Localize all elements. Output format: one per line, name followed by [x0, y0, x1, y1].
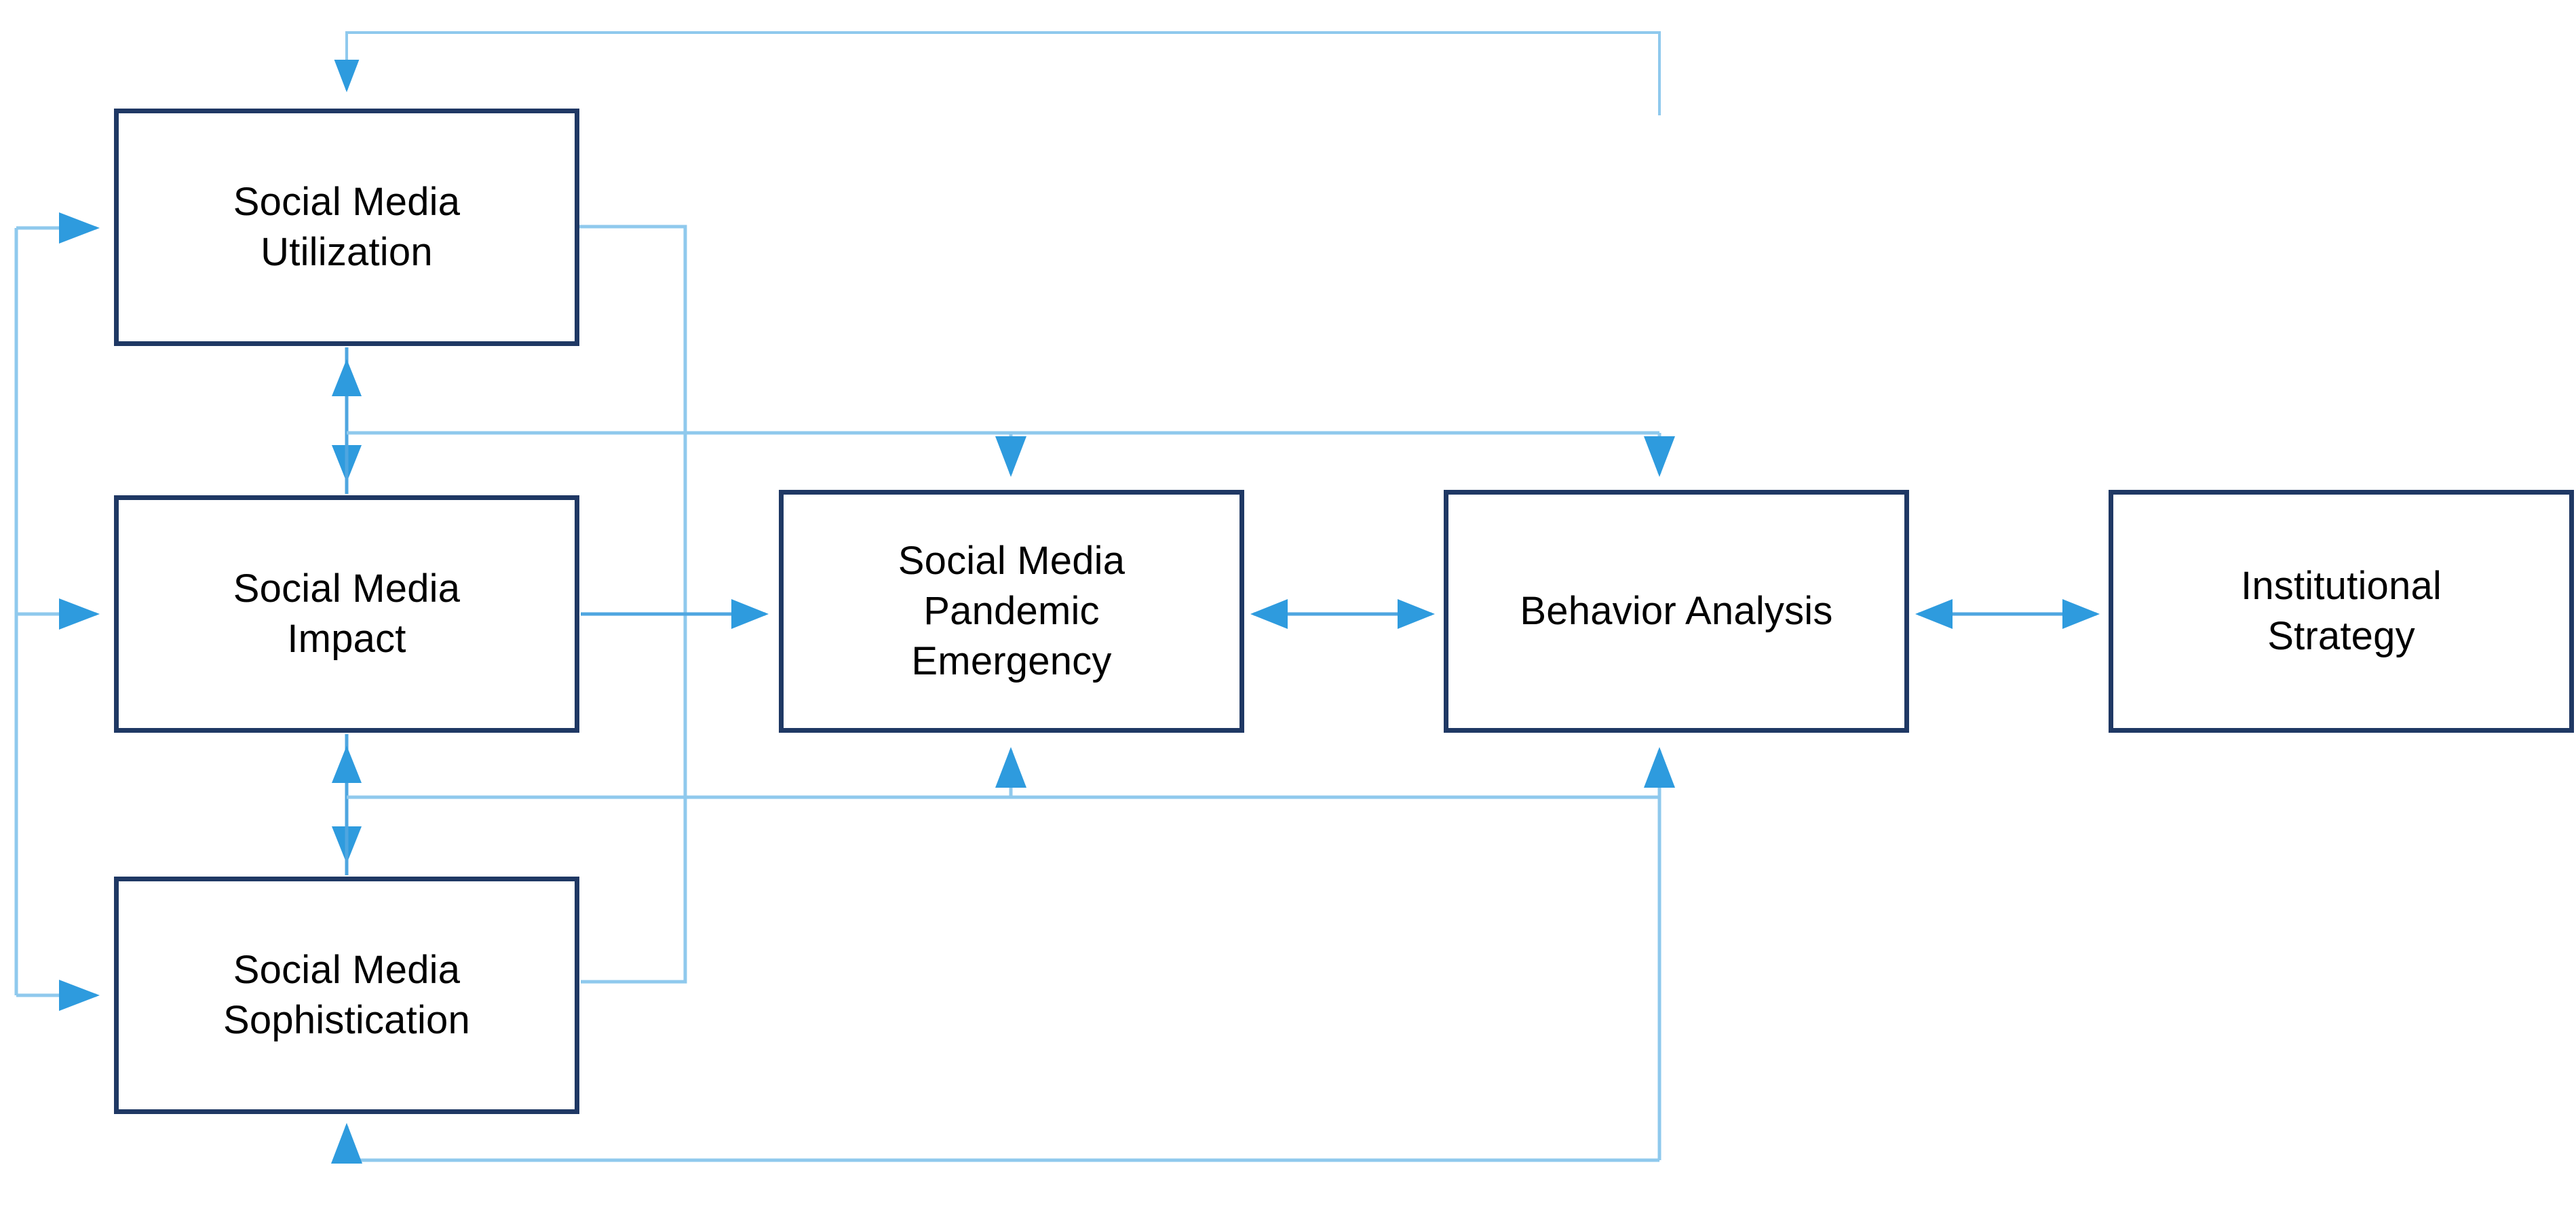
connector-behavior-to-utilization-top	[334, 31, 1661, 115]
connector-utilization-right-loop	[579, 225, 687, 984]
node-label-social-media-pandemic-emergency: Social Media Pandemic Emergency	[898, 538, 1126, 684]
node-label-institutional-strategy: Institutional Strategy	[2241, 563, 2442, 658]
connector-bottom-return-bus	[331, 747, 1675, 1164]
node-behavior-analysis[interactable]: Behavior Analysis	[1444, 490, 1909, 733]
node-social-media-impact[interactable]: Social Media Impact	[114, 495, 579, 733]
node-social-media-utilization[interactable]: Social Media Utilization	[114, 109, 579, 346]
node-social-media-sophistication[interactable]: Social Media Sophistication	[114, 877, 579, 1114]
connector-upper-branch-bus	[347, 431, 1675, 477]
node-label-social-media-sophistication: Social Media Sophistication	[223, 947, 470, 1042]
connector-left-spine	[14, 212, 100, 1011]
node-label-behavior-analysis: Behavior Analysis	[1520, 588, 1833, 633]
node-social-media-pandemic-emergency[interactable]: Social Media Pandemic Emergency	[779, 490, 1244, 733]
node-institutional-strategy[interactable]: Institutional Strategy	[2109, 490, 2574, 733]
node-label-social-media-utilization: Social Media Utilization	[233, 179, 461, 274]
connector-lower-branch-bus	[347, 747, 1659, 799]
node-label-social-media-impact: Social Media Impact	[233, 566, 461, 661]
